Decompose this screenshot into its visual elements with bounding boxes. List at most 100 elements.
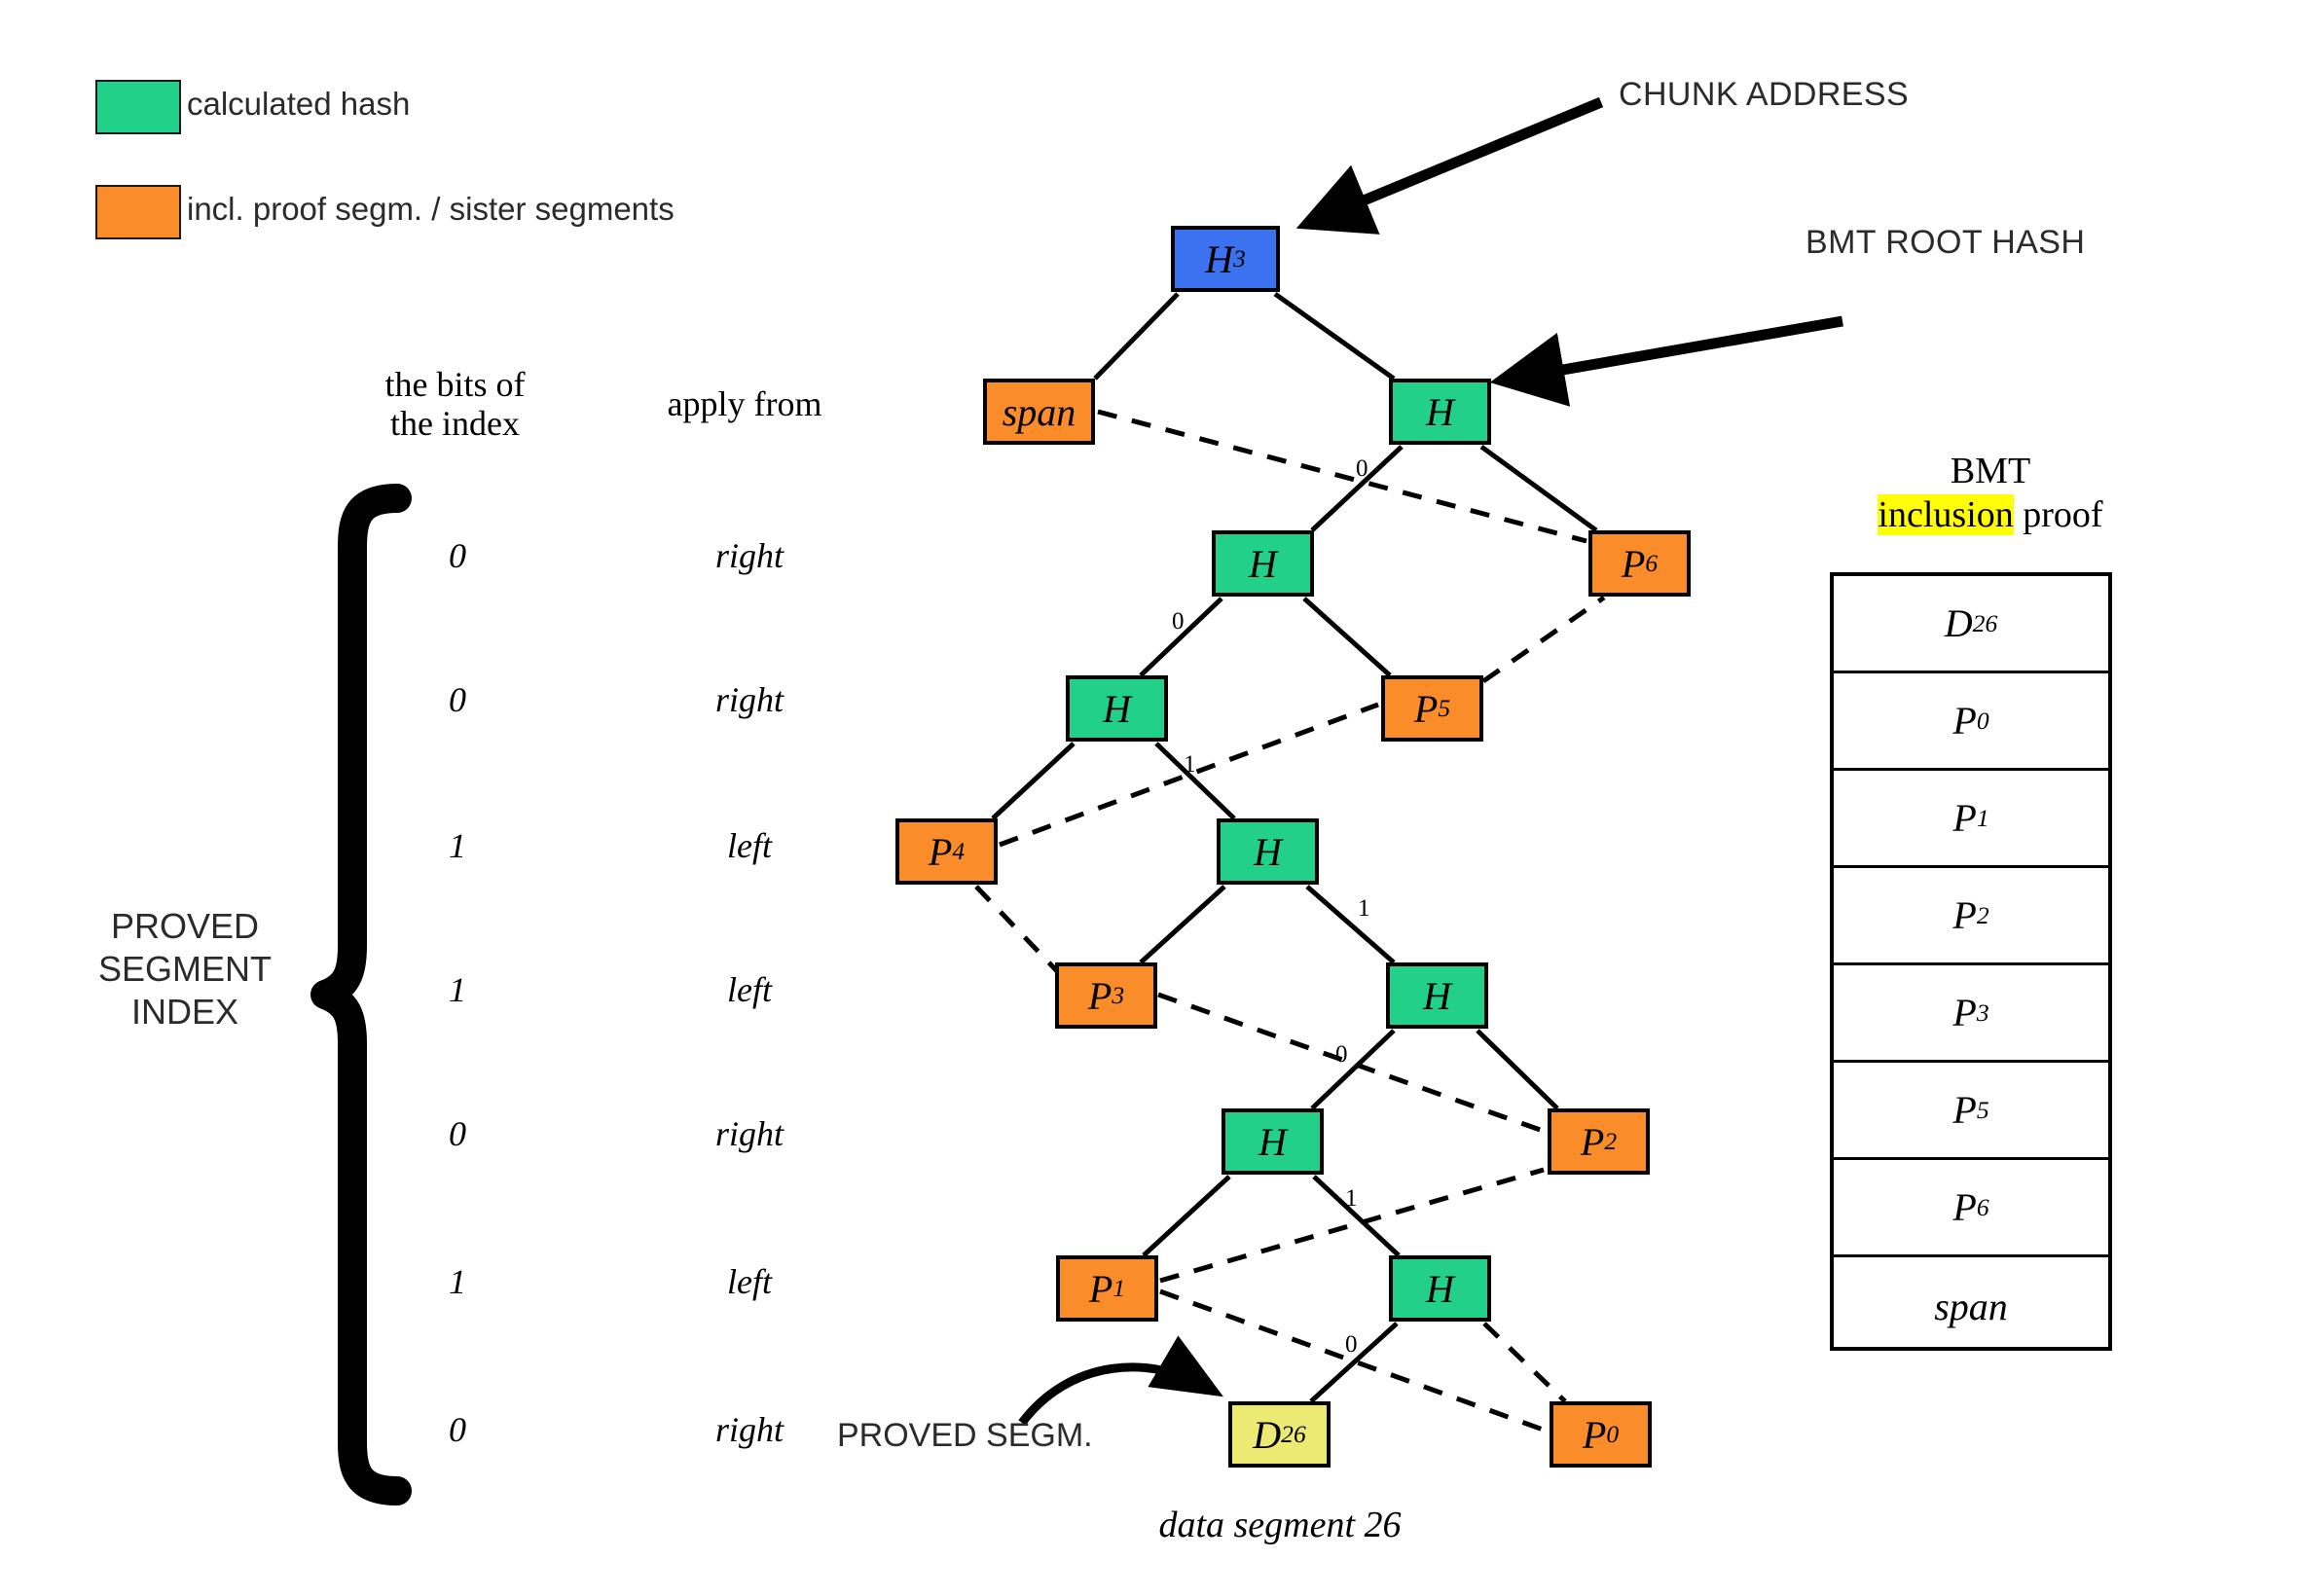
edge-hc-p4	[991, 742, 1076, 820]
node-h-level4[interactable]: H	[1066, 675, 1168, 742]
node-h-level3[interactable]: H	[1212, 530, 1314, 597]
edge-h3-ha	[1273, 291, 1396, 381]
node-h-level8-label: H	[1426, 1266, 1454, 1311]
bit-row-5: 1	[449, 1262, 466, 1301]
proof-table-caption-highlight: inclusion	[1878, 493, 2014, 535]
node-p3-label: P	[1087, 973, 1113, 1018]
node-p5-label: P	[1413, 686, 1439, 731]
node-span-label: span	[1002, 389, 1076, 434]
node-p1-label: P	[1088, 1266, 1113, 1311]
psi-line-1: PROVED	[110, 906, 260, 946]
node-p0-label: P	[1582, 1412, 1607, 1457]
node-h-level5[interactable]: H	[1217, 818, 1319, 885]
arrow-proved-segment	[1018, 1335, 1223, 1426]
edge-label-4: 0	[1335, 1041, 1348, 1068]
edge-hf-p1	[1142, 1175, 1231, 1257]
edge-hf-hg	[1312, 1175, 1401, 1257]
apply-row-0: right	[714, 536, 784, 575]
callout-proved-segment: PROVED SEGM.	[837, 1417, 1093, 1454]
edge-label-2: 1	[1184, 751, 1196, 778]
node-h-level8[interactable]: H	[1389, 1255, 1491, 1322]
node-h3-label: H	[1205, 236, 1234, 281]
proof-table-row[interactable]: span	[1834, 1257, 2108, 1355]
node-span[interactable]: span	[983, 379, 1095, 445]
edge-label-1: 0	[1172, 608, 1185, 635]
edge-label-6: 0	[1345, 1331, 1358, 1358]
node-h3-sub: 3	[1233, 244, 1246, 272]
proof-table-caption-line2: inclusion proof	[1825, 493, 2156, 537]
bit-row-6: 0	[449, 1410, 466, 1449]
psi-line-3: INDEX	[130, 991, 239, 1032]
proof-row-sub: 5	[1976, 1095, 1989, 1124]
edge-label-0: 0	[1356, 455, 1368, 482]
node-p2-sub: 2	[1604, 1127, 1618, 1155]
legend-label-calculated-hash: calculated hash	[187, 86, 411, 122]
node-h-level4-label: H	[1103, 686, 1131, 731]
node-d26-sub: 26	[1281, 1420, 1306, 1448]
proof-row-sub: 2	[1976, 900, 1989, 929]
node-p5-sub: 5	[1438, 694, 1451, 722]
node-h-level2[interactable]: H	[1389, 379, 1491, 445]
edge-ha-p6	[1479, 444, 1598, 533]
proof-row-sub: 0	[1976, 706, 1989, 735]
bit-row-1: 0	[449, 680, 466, 719]
bit-row-4: 0	[449, 1114, 466, 1153]
node-p2-label: P	[1580, 1119, 1605, 1164]
proof-row-label: P	[1952, 1088, 1977, 1132]
curly-brace	[310, 484, 412, 1505]
arrow-bmt-root-hash	[1489, 315, 1843, 407]
proof-row-label: D	[1944, 601, 1973, 645]
proof-row-label: P	[1952, 796, 1977, 840]
node-p3-sub: 3	[1112, 981, 1125, 1009]
solid-edges	[991, 291, 1598, 1403]
node-p0-sub: 0	[1606, 1420, 1620, 1448]
proof-row-label: P	[1952, 893, 1977, 937]
proof-row-sub: 1	[1976, 803, 1989, 832]
node-p1-sub: 1	[1113, 1274, 1126, 1302]
node-h-level2-label: H	[1426, 389, 1454, 434]
proof-row-label: P	[1952, 1185, 1977, 1229]
proof-table-caption-tail: proof	[2013, 493, 2103, 535]
dashed-p1-p2	[1159, 1167, 1545, 1284]
edge-ha-hb	[1310, 445, 1404, 532]
psi-line-2: SEGMENT	[97, 948, 272, 989]
dashed-hg-p0	[1482, 1322, 1567, 1403]
node-h-level5-label: H	[1254, 829, 1282, 874]
edge-label-3: 1	[1358, 895, 1370, 922]
bits-column-header-line2: the index	[390, 404, 520, 444]
node-h-level6[interactable]: H	[1386, 962, 1488, 1029]
apply-row-4: right	[714, 1114, 784, 1153]
proof-row-label: P	[1952, 991, 1977, 1034]
node-h-level7[interactable]: H	[1222, 1108, 1324, 1175]
edge-hc-hd	[1154, 742, 1236, 820]
legend-swatch-proof-segment	[95, 185, 181, 239]
apply-row-6: right	[714, 1410, 784, 1449]
proof-table-caption: BMT inclusion proof	[1825, 450, 2156, 537]
apply-row-5: left	[727, 1262, 772, 1301]
edge-hd-p3	[1139, 885, 1226, 964]
edge-hb-hc	[1139, 597, 1223, 677]
node-h-level7-label: H	[1258, 1119, 1287, 1164]
proved-segment-index-label: PROVED SEGMENT INDEX	[39, 905, 331, 1034]
callout-chunk-address: CHUNK ADDRESS	[1619, 76, 1910, 113]
